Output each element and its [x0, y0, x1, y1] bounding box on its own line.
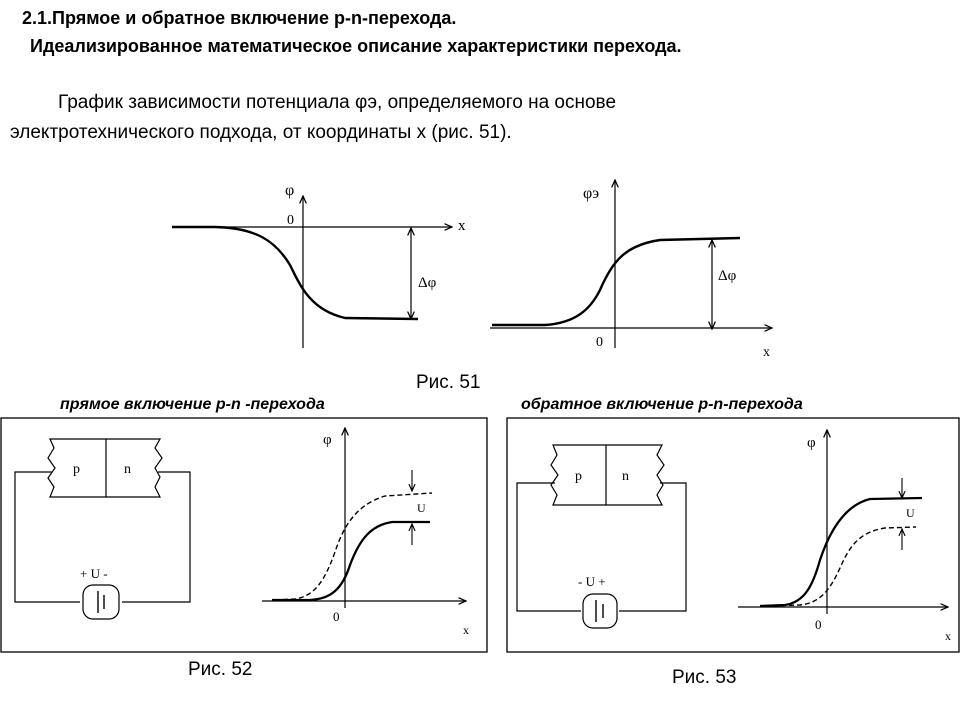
fig51-right-graph: φэ 0 x Δφ	[490, 180, 772, 360]
fig52-source	[82, 584, 120, 620]
fig51-left-curve	[172, 225, 419, 321]
fig52-dashed-curve	[274, 492, 433, 601]
paragraph-line-2: электротехнического подхода, от координа…	[10, 122, 512, 143]
fig52-panel: p n + U - φ 0 x U	[0, 417, 488, 653]
fig52-solid-curve	[272, 520, 430, 602]
fig51-right-delta: Δφ	[718, 268, 737, 284]
fig53-panel: p n - U + φ 0 x U	[506, 417, 960, 653]
fig51-left-graph: φ 0 x Δφ	[172, 182, 466, 348]
fig53-dashed-curve	[764, 526, 917, 607]
fig53-heading: обратное включение p-n-перехода	[521, 396, 803, 413]
fig51-left-delta: Δφ	[418, 275, 437, 291]
fig51-right-y-label: φэ	[583, 185, 599, 202]
fig52-caption: Рис. 52	[188, 659, 253, 680]
slide-title: 2.1.Прямое и обратное включение p-n-пере…	[22, 8, 457, 28]
fig52-p-label: p	[73, 462, 80, 477]
fig53-frame	[506, 417, 960, 653]
slide-subtitle: Идеализированное математическое описание…	[30, 36, 682, 56]
fig52-zero: 0	[333, 609, 340, 624]
fig52-y-label: φ	[323, 432, 332, 448]
fig53-circuit-wire	[516, 482, 687, 612]
fig53-zero: 0	[815, 617, 822, 632]
fig53-u-label: U	[906, 506, 915, 520]
fig51-right-zero: 0	[596, 335, 603, 350]
fig52-source-label: + U -	[80, 566, 108, 581]
fig52-frame	[0, 417, 488, 653]
fig53-source-label: - U +	[578, 574, 606, 589]
intro-paragraph: График зависимости потенциала φэ, опреде…	[10, 88, 910, 148]
fig53-pn-block	[550, 444, 665, 506]
fig52-circuit-wire	[14, 471, 191, 603]
fig52-pn-block	[47, 438, 163, 498]
fig53-source	[582, 593, 618, 629]
fig51-left-y-label: φ	[285, 182, 294, 199]
paragraph-line-1: График зависимости потенциала φэ, опреде…	[58, 92, 617, 113]
fig52-x-label: x	[463, 623, 469, 637]
fig52-heading: прямое включение p-n -перехода	[60, 396, 325, 413]
fig53-p-label: p	[575, 469, 582, 484]
fig51-right-curve	[492, 236, 741, 327]
fig53-solid-curve	[759, 496, 923, 608]
fig51-left-x-label: x	[458, 218, 466, 234]
fig52-u-label: U	[417, 501, 426, 515]
fig53-x-label: x	[945, 629, 951, 643]
fig51-caption: Рис. 51	[416, 372, 481, 393]
fig52-n-label: n	[124, 462, 131, 477]
fig53-caption: Рис. 53	[672, 667, 737, 688]
fig51-left-zero: 0	[287, 213, 294, 228]
fig53-y-label: φ	[807, 435, 816, 451]
fig51-right-x-label: x	[763, 345, 770, 360]
fig53-n-label: n	[622, 469, 629, 484]
